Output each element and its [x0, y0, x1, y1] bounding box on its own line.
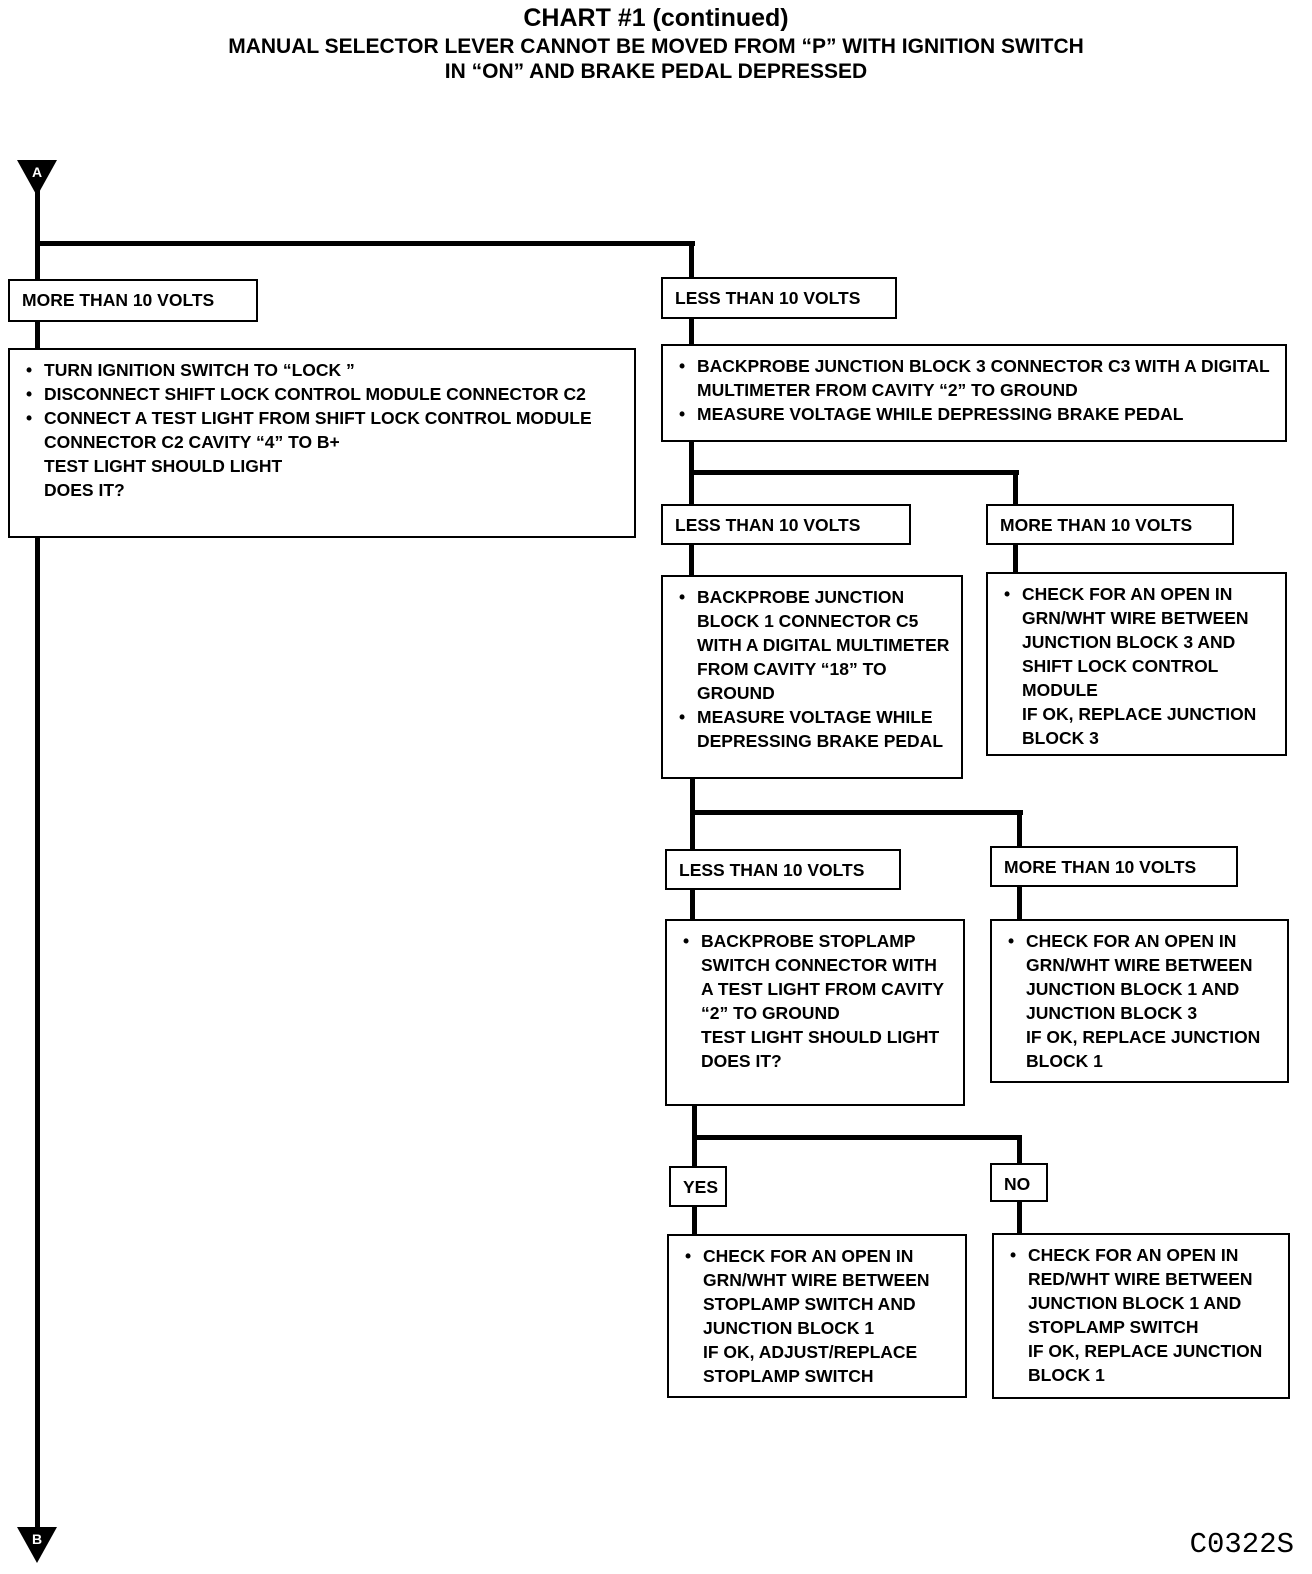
- subtitle-line-2: IN “ON” AND BRAKE PEDAL DEPRESSED: [444, 60, 868, 83]
- level2-branch-line: [689, 470, 1019, 475]
- figure-code: C0322S: [1189, 1528, 1294, 1561]
- l3-less-steps-list: BACKPROBE STOPLAMP SWITCH CONNECTOR WITH…: [677, 929, 953, 1025]
- left-step-2: DISCONNECT SHIFT LOCK CONTROL MODULE CON…: [20, 382, 624, 406]
- l3-more-steps-box: CHECK FOR AN OPEN IN GRN/WHT WIRE BETWEE…: [990, 919, 1289, 1083]
- left-step-1: TURN IGNITION SWITCH TO “LOCK ”: [20, 358, 624, 382]
- l3-label-less-than-10v: LESS THAN 10 VOLTS: [665, 849, 901, 890]
- level4-branch-line: [692, 1135, 1022, 1140]
- l4-yes-steps-list: CHECK FOR AN OPEN IN GRN/WHT WIRE BETWEE…: [679, 1244, 955, 1340]
- l2-more-steps-list: CHECK FOR AN OPEN IN GRN/WHT WIRE BETWEE…: [998, 582, 1275, 702]
- level3-left-to-box: [690, 887, 695, 921]
- level2-right-drop: [1013, 470, 1018, 504]
- right-step-1: BACKPROBE JUNCTION BLOCK 3 CONNECTOR C3 …: [673, 354, 1275, 402]
- l3-more-note: IF OK, REPLACE JUNCTION BLOCK 1: [1026, 1027, 1261, 1071]
- l4-yes-label-text: YES: [683, 1177, 719, 1197]
- chart-title: CHART #1 (continued): [523, 4, 789, 32]
- l2-less-step-1: BACKPROBE JUNCTION BLOCK 1 CONNECTOR C5 …: [673, 585, 951, 705]
- right-branch-drop: [689, 241, 694, 279]
- l2-more-step-1: CHECK FOR AN OPEN IN GRN/WHT WIRE BETWEE…: [998, 582, 1275, 702]
- l4-no-steps-box: CHECK FOR AN OPEN IN RED/WHT WIRE BETWEE…: [992, 1233, 1290, 1399]
- l4-label-no: NO: [990, 1163, 1048, 1202]
- l3-less-note-1: TEST LIGHT SHOULD LIGHT: [701, 1027, 940, 1047]
- l3-less-step-1: BACKPROBE STOPLAMP SWITCH CONNECTOR WITH…: [677, 929, 953, 1025]
- l4-no-step-1: CHECK FOR AN OPEN IN RED/WHT WIRE BETWEE…: [1004, 1243, 1278, 1339]
- left-label-text: MORE THAN 10 VOLTS: [22, 290, 215, 310]
- l3-less-label-text: LESS THAN 10 VOLTS: [679, 860, 865, 880]
- subtitle-line-1: MANUAL SELECTOR LEVER CANNOT BE MOVED FR…: [228, 35, 1084, 58]
- l3-more-label-text: MORE THAN 10 VOLTS: [1004, 857, 1197, 877]
- l4-no-note: IF OK, REPLACE JUNCTION BLOCK 1: [1028, 1341, 1263, 1385]
- l3-less-note-2: DOES IT?: [701, 1051, 782, 1071]
- level4-left-to-box: [692, 1205, 697, 1236]
- l4-label-yes: YES: [669, 1166, 727, 1207]
- left-label-more-than-10v: MORE THAN 10 VOLTS: [8, 279, 258, 322]
- level2-right-to-box: [1013, 543, 1018, 574]
- l2-more-label-text: MORE THAN 10 VOLTS: [1000, 515, 1193, 535]
- left-step-3: CONNECT A TEST LIGHT FROM SHIFT LOCK CON…: [20, 406, 624, 454]
- l3-more-step-1: CHECK FOR AN OPEN IN GRN/WHT WIRE BETWEE…: [1002, 929, 1277, 1025]
- l2-less-steps-list: BACKPROBE JUNCTION BLOCK 1 CONNECTOR C5 …: [673, 585, 951, 753]
- level3-right-drop: [1017, 810, 1022, 848]
- left-note-1: TEST LIGHT SHOULD LIGHT: [44, 456, 283, 476]
- right-steps-list: BACKPROBE JUNCTION BLOCK 3 CONNECTOR C3 …: [673, 354, 1275, 426]
- connector-a-label: A: [31, 164, 43, 180]
- level2-left-to-box: [689, 543, 694, 577]
- connector-a-marker: A: [17, 160, 57, 196]
- l3-less-steps-box: BACKPROBE STOPLAMP SWITCH CONNECTOR WITH…: [665, 919, 965, 1106]
- chart-subtitle: MANUAL SELECTOR LEVER CANNOT BE MOVED FR…: [0, 34, 1312, 84]
- level4-right-to-box: [1017, 1200, 1022, 1235]
- l2-less-label-text: LESS THAN 10 VOLTS: [675, 515, 861, 535]
- level4-right-drop: [1017, 1135, 1022, 1165]
- right-label-to-box: [689, 317, 694, 346]
- l4-yes-note: IF OK, ADJUST/REPLACE STOPLAMP SWITCH: [703, 1342, 918, 1386]
- right-step-2: MEASURE VOLTAGE WHILE DEPRESSING BRAKE P…: [673, 402, 1275, 426]
- l2-label-less-than-10v: LESS THAN 10 VOLTS: [661, 504, 911, 545]
- l2-less-steps-box: BACKPROBE JUNCTION BLOCK 1 CONNECTOR C5 …: [661, 575, 963, 779]
- right-label-text: LESS THAN 10 VOLTS: [675, 288, 861, 308]
- l4-no-label-text: NO: [1004, 1174, 1031, 1194]
- level3-branch-line: [690, 810, 1023, 815]
- l2-label-more-than-10v: MORE THAN 10 VOLTS: [986, 504, 1234, 545]
- level3-right-to-box: [1017, 885, 1022, 921]
- left-note-2: DOES IT?: [44, 480, 125, 500]
- l4-yes-step-1: CHECK FOR AN OPEN IN GRN/WHT WIRE BETWEE…: [679, 1244, 955, 1340]
- right-label-less-than-10v: LESS THAN 10 VOLTS: [661, 277, 897, 319]
- left-steps-list: TURN IGNITION SWITCH TO “LOCK ” DISCONNE…: [20, 358, 624, 454]
- left-steps-box: TURN IGNITION SWITCH TO “LOCK ” DISCONNE…: [8, 348, 636, 538]
- l2-more-steps-box: CHECK FOR AN OPEN IN GRN/WHT WIRE BETWEE…: [986, 572, 1287, 756]
- l4-no-steps-list: CHECK FOR AN OPEN IN RED/WHT WIRE BETWEE…: [1004, 1243, 1278, 1339]
- l2-less-step-2: MEASURE VOLTAGE WHILE DEPRESSING BRAKE P…: [673, 705, 951, 753]
- connector-b-marker: B: [17, 1527, 57, 1563]
- top-branch-line: [35, 241, 695, 246]
- connector-b-label: B: [31, 1531, 43, 1547]
- left-label-to-box: [35, 320, 40, 350]
- l3-label-more-than-10v: MORE THAN 10 VOLTS: [990, 846, 1238, 887]
- l4-yes-steps-box: CHECK FOR AN OPEN IN GRN/WHT WIRE BETWEE…: [667, 1234, 967, 1398]
- main-trunk-line: [35, 180, 40, 1535]
- l2-more-note: IF OK, REPLACE JUNCTION BLOCK 3: [1022, 704, 1257, 748]
- right-steps-box: BACKPROBE JUNCTION BLOCK 3 CONNECTOR C3 …: [661, 344, 1287, 442]
- l3-more-steps-list: CHECK FOR AN OPEN IN GRN/WHT WIRE BETWEE…: [1002, 929, 1277, 1025]
